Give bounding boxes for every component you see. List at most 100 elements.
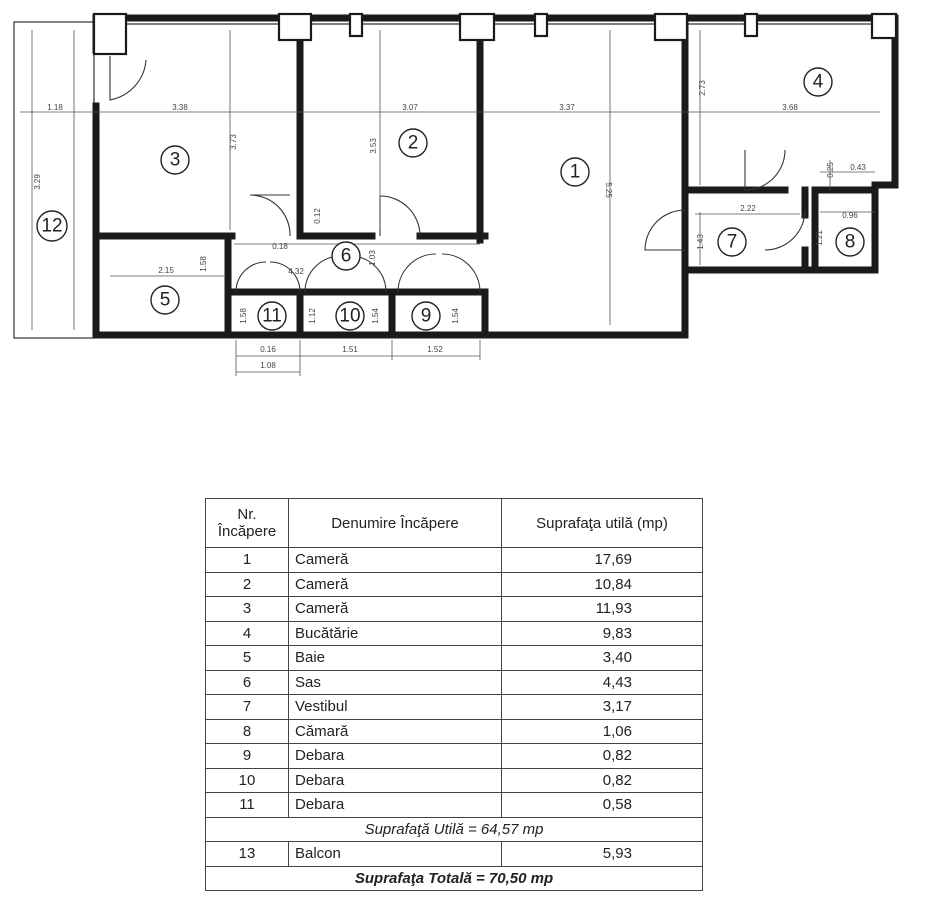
cell-area: 4,43	[501, 669, 703, 695]
dim-label: 3.73	[229, 134, 238, 150]
interior-walls	[92, 14, 879, 339]
table-header-row: Nr. Încăpere Denumire Încăpere Suprafaţa…	[205, 498, 703, 548]
dim-label: 0.12	[313, 208, 322, 224]
dim-label: 0.43	[850, 163, 866, 172]
cell-nr: 13	[205, 841, 289, 867]
dim-label: 1.03	[368, 250, 377, 266]
cell-area: 3,17	[501, 694, 703, 720]
dim-label: 2.73	[698, 80, 707, 96]
dim-label: 1.52	[427, 345, 443, 354]
cell-name: Debara	[288, 767, 502, 793]
dim-label: 3.29	[33, 174, 42, 190]
room-number: 5	[160, 290, 171, 311]
room-number: 8	[845, 232, 856, 253]
room-number: 11	[262, 306, 282, 327]
room-number: 12	[41, 216, 62, 237]
cell-nr: 4	[205, 620, 289, 646]
dim-label: 0.16	[260, 345, 276, 354]
dim-label: 0.18	[272, 242, 288, 251]
header-nr: Nr. Încăpere	[205, 498, 289, 548]
dim-label: 3.38	[172, 103, 188, 112]
room-number: 10	[339, 306, 360, 327]
cell-area: 0,82	[501, 767, 703, 793]
cell-nr: 6	[205, 669, 289, 695]
dim-label: 3.53	[369, 138, 378, 154]
dim-label: 3.37	[559, 103, 575, 112]
cell-nr: 1	[205, 547, 289, 573]
room-number: 9	[421, 306, 432, 327]
dim-label: 4.32	[288, 267, 304, 276]
dimension-lines	[20, 30, 880, 376]
cell-name: Cameră	[288, 547, 502, 573]
room-number: 6	[341, 246, 352, 267]
room-number: 7	[727, 232, 738, 253]
cell-area: 5,93	[501, 841, 703, 867]
cell-nr: 11	[205, 792, 289, 818]
dim-label: 1.21	[815, 230, 824, 246]
room-number: 3	[170, 150, 181, 171]
dim-label: 1.12	[308, 308, 317, 324]
header-name: Denumire Încăpere	[288, 498, 502, 548]
cell-name: Vestibul	[288, 694, 502, 720]
cell-nr: 9	[205, 743, 289, 769]
room-number: 2	[408, 133, 419, 154]
cell-name: Balcon	[288, 841, 502, 867]
room-number: 4	[813, 72, 824, 93]
subtotal-row: Suprafaţă Utilă = 64,57 mp	[205, 816, 703, 842]
subtotal-text: Suprafaţă Utilă = 64,57 mp	[205, 816, 703, 842]
total-text: Suprafaţa Totală = 70,50 mp	[205, 865, 703, 891]
dim-label: 2.15	[158, 266, 174, 275]
cell-area: 17,69	[501, 547, 703, 573]
cell-nr: 10	[205, 767, 289, 793]
dim-label: 1.43	[696, 234, 705, 250]
room-number: 1	[570, 162, 581, 183]
dimension-labels: 1.18 3.38 3.07 3.37 3.68 3.29 3.73 3.53 …	[33, 80, 866, 370]
header-area: Suprafaţa utilă (mp)	[501, 498, 703, 548]
dim-label: 0.25	[826, 162, 835, 178]
pillars	[92, 12, 898, 56]
cell-area: 9,83	[501, 620, 703, 646]
dim-label: 1.54	[371, 308, 380, 324]
cell-nr: 3	[205, 596, 289, 622]
room-labels: 1 2 3 4 5 6 7 8 9 10 11 12	[36, 67, 865, 331]
room-area-table: Nr. Încăpere Denumire Încăpere Suprafaţa…	[205, 498, 703, 891]
cell-name: Cameră	[288, 571, 502, 597]
dim-label: 1.08	[260, 361, 276, 370]
dim-label: 1.58	[199, 256, 208, 272]
cell-name: Debara	[288, 743, 502, 769]
dim-label: 5.25	[604, 182, 613, 198]
dim-label: 0.96	[842, 211, 858, 220]
cell-nr: 7	[205, 694, 289, 720]
cell-area: 10,84	[501, 571, 703, 597]
cell-nr: 5	[205, 645, 289, 671]
dim-label: 3.07	[402, 103, 418, 112]
cell-area: 3,40	[501, 645, 703, 671]
cell-area: 0,82	[501, 743, 703, 769]
doors	[109, 56, 806, 293]
cell-area: 11,93	[501, 596, 703, 622]
dim-label: 1.51	[342, 345, 358, 354]
balcony-outline	[13, 21, 95, 339]
cell-name: Baie	[288, 645, 502, 671]
cell-area: 0,58	[501, 792, 703, 818]
dim-label: 2.22	[740, 204, 756, 213]
dim-label: 1.58	[239, 308, 248, 324]
cell-name: Cămară	[288, 718, 502, 744]
floor-plan: 1.18 3.38 3.07 3.37 3.68 3.29 3.73 3.53 …	[13, 12, 899, 376]
cell-name: Cameră	[288, 596, 502, 622]
cell-nr: 2	[205, 571, 289, 597]
dim-label: 1.18	[47, 103, 63, 112]
cell-name: Debara	[288, 792, 502, 818]
